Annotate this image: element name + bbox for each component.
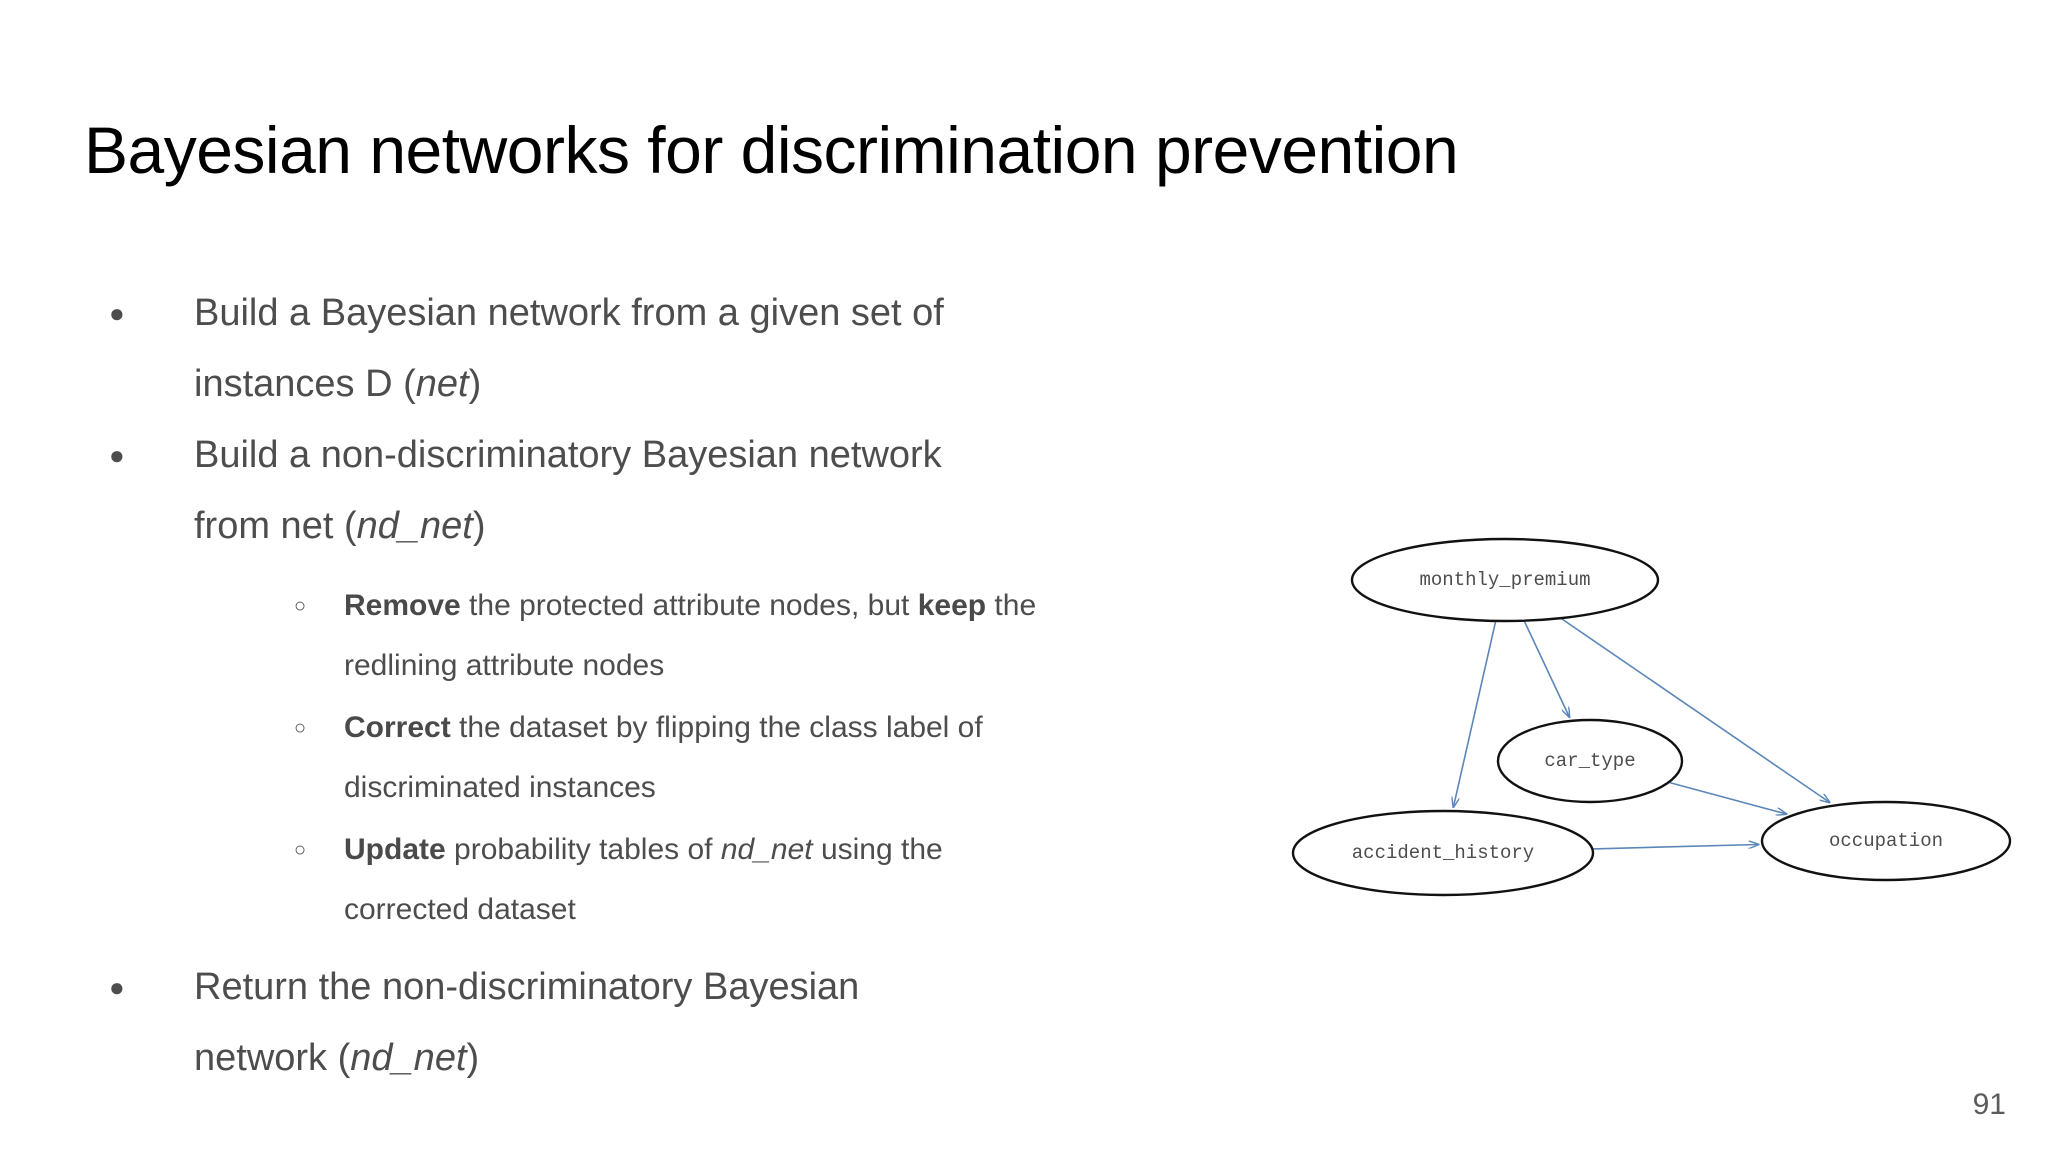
bullet-line-2: network (nd_net) — [194, 1023, 1254, 1094]
page-title: Bayesian networks for discrimination pre… — [84, 113, 1459, 187]
sub-bullet-keyword: Update — [344, 833, 446, 866]
node-label-occupation: occupation — [1829, 830, 1943, 852]
graph-edge-monthly_premium-to-car_type — [1523, 621, 1570, 717]
graph-node-car_type[interactable]: car_type — [1496, 718, 1684, 804]
sub-bullet-mid: the protected attribute nodes, but — [460, 589, 918, 622]
bullet-line-2-post: ) — [468, 363, 482, 405]
bullet-item-build-network: ● Build a Bayesian network from a given … — [84, 278, 1254, 420]
page-number: 91 — [1972, 1088, 2006, 1121]
graph-node-monthly_premium[interactable]: monthly_premium — [1350, 537, 1660, 623]
sub-bullet-item-update: ○ Update probability tables of nd_net us… — [194, 820, 1254, 940]
bullet-list-container: ● Build a Bayesian network from a given … — [84, 278, 1254, 1094]
node-ellipse-monthly_premium — [1350, 537, 1660, 623]
graph-edge-accident_history-to-occupation — [1593, 845, 1758, 850]
bullet-line-1: Build a non-discriminatory Bayesian netw… — [194, 434, 942, 476]
node-ellipse-car_type — [1496, 718, 1684, 804]
sub-bullet-keyword-2: keep — [917, 589, 987, 622]
sub-bullet-line-2: corrected dataset — [344, 893, 576, 926]
sub-bullet-item-remove: ○ Remove the protected attribute nodes, … — [194, 576, 1254, 696]
bullet-marker-disc: ● — [109, 298, 125, 328]
graph-node-accident_history[interactable]: accident_history — [1291, 809, 1595, 897]
sub-bullet-item-correct: ○ Correct the dataset by flipping the cl… — [194, 698, 1254, 818]
node-ellipse-accident_history — [1291, 809, 1595, 897]
node-label-accident_history: accident_history — [1352, 842, 1534, 864]
sub-bullet-mid: the dataset by flipping the class label … — [450, 711, 983, 744]
bullet-line-2-italic: nd_net — [350, 1037, 467, 1079]
bullet-item-build-nd-network: ● Build a non-discriminatory Bayesian ne… — [84, 420, 1254, 940]
sub-bullet-mid: probability tables of — [445, 833, 721, 866]
sub-bullet-line-1: Remove the protected attribute nodes, bu… — [344, 576, 1254, 636]
node-label-car_type: car_type — [1544, 750, 1635, 772]
sub-bullet-italic: nd_net — [720, 833, 813, 866]
bullet-marker-disc: ● — [109, 440, 125, 470]
bullet-line-2: from net (nd_net) — [194, 491, 1254, 562]
sub-bullet-tail: the — [986, 589, 1037, 622]
bullet-marker-circle: ○ — [294, 839, 307, 861]
sub-bullet-tail: using the — [812, 833, 943, 866]
sub-bullet-line-2: redlining attribute nodes — [344, 649, 665, 682]
sub-bullet-keyword: Correct — [344, 711, 451, 744]
graph-nodes-group: monthly_premium car_type accident_history o… — [1291, 537, 2012, 897]
bullet-line-2-pre: from net ( — [194, 505, 357, 547]
sub-bullet-line-2: discriminated instances — [344, 771, 656, 804]
node-label-monthly_premium: monthly_premium — [1419, 569, 1590, 591]
bayesian-network-diagram: monthly_premium car_type accident_history o… — [1280, 500, 2040, 940]
bullet-marker-circle: ○ — [294, 595, 307, 617]
graph-node-occupation[interactable]: occupation — [1760, 800, 2012, 882]
bullet-line-2: instances D (net) — [194, 349, 1254, 420]
node-ellipse-occupation — [1760, 800, 2012, 882]
sub-bullet-line-1: Update probability tables of nd_net usin… — [344, 820, 1254, 880]
bayesian-network-svg: monthly_premium car_type accident_history o… — [1291, 537, 2012, 897]
bullet-line-2-post: ) — [472, 505, 486, 547]
graph-edge-monthly_premium-to-occupation — [1561, 618, 1830, 802]
bullet-line-2-post: ) — [466, 1037, 480, 1079]
bullet-line-2-italic: nd_net — [356, 505, 473, 547]
sub-bullet-line-1: Correct the dataset by flipping the clas… — [344, 698, 1254, 758]
bullet-line-2-pre: network ( — [194, 1037, 351, 1079]
bullet-marker-disc: ● — [109, 972, 125, 1002]
graph-edge-car_type-to-occupation — [1669, 781, 1787, 814]
bullet-line-2-pre: instances D ( — [194, 363, 416, 405]
top-level-bullet-list: ● Build a Bayesian network from a given … — [84, 278, 1254, 1094]
graph-edges-group — [1453, 618, 1830, 850]
graph-edge-monthly_premium-to-accident_history — [1453, 621, 1497, 807]
bullet-item-return-nd-network: ● Return the non-discriminatory Bayesian… — [84, 952, 1254, 1094]
bullet-line-1: Return the non-discriminatory Bayesian — [194, 966, 860, 1008]
bullet-line-1: Build a Bayesian network from a given se… — [194, 292, 944, 334]
sub-bullet-keyword: Remove — [344, 589, 461, 622]
bullet-marker-circle: ○ — [294, 717, 307, 739]
bullet-line-2-italic: net — [415, 363, 469, 405]
sub-bullet-list: ○ Remove the protected attribute nodes, … — [194, 576, 1254, 940]
